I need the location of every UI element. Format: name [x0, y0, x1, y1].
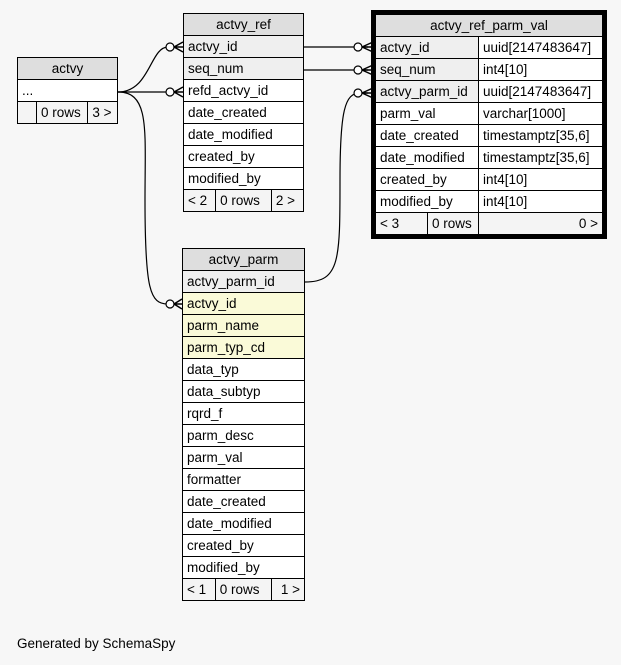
- edge-actvy-actvy-ref-actvy-id: [117, 46, 176, 93]
- column-row: data_typ: [182, 358, 305, 381]
- column-name: seq_num: [375, 58, 479, 81]
- column-name: actvy_id: [375, 36, 479, 59]
- optional-circle-icon: [165, 42, 175, 52]
- column-type: varchar[1000]: [478, 102, 603, 125]
- column-row: date_created: [183, 101, 304, 124]
- column-row: formatter: [182, 468, 305, 491]
- table-header[interactable]: actvy: [17, 57, 118, 80]
- children-link[interactable]: 2 >: [270, 189, 305, 212]
- column-name: date_modified: [375, 146, 479, 169]
- table-header[interactable]: actvy_ref: [183, 13, 304, 36]
- column-type: timestamptz[35,6]: [478, 146, 603, 169]
- children-link[interactable]: 1 >: [271, 578, 305, 601]
- column-row: actvy_parm_id: [182, 270, 305, 293]
- column-row: rqrd_f: [182, 402, 305, 425]
- table-header[interactable]: actvy_ref_parm_val: [375, 14, 603, 37]
- crowfoot-icon: [173, 41, 184, 53]
- column-type: int4[10]: [478, 168, 603, 191]
- crowfoot-icon: [173, 86, 184, 98]
- edge-parm-id: [304, 92, 368, 283]
- column-row: parm_typ_cd: [182, 336, 305, 359]
- column-type: int4[10]: [478, 190, 603, 213]
- column-name: date_created: [375, 124, 479, 147]
- row-count: 0 rows: [214, 578, 273, 601]
- column-row: parm_val: [182, 446, 305, 469]
- column-row: date_modified: [182, 512, 305, 535]
- table-actvy-parm[interactable]: actvy_parm actvy_parm_id actvy_id parm_n…: [182, 248, 305, 601]
- column-row: date_modified: [183, 123, 304, 146]
- column-name: actvy_parm_id: [375, 80, 479, 103]
- row-count: 0 rows: [215, 189, 272, 212]
- table-actvy[interactable]: actvy ... 0 rows 3 >: [17, 57, 118, 124]
- column-row: refd_actvy_id: [183, 79, 304, 102]
- crowfoot-icon: [173, 298, 183, 310]
- column-row: date_created: [182, 490, 305, 513]
- column-row: parm_name: [182, 314, 305, 337]
- children-link[interactable]: 0 >: [478, 212, 603, 235]
- column-row: modified_by: [183, 167, 304, 190]
- edge-actvy-actvy-parm: [117, 91, 176, 305]
- parents-link: [17, 101, 37, 124]
- children-link[interactable]: 3 >: [87, 101, 118, 124]
- column-row: ...: [17, 79, 118, 102]
- column-row: data_subtyp: [182, 380, 305, 403]
- column-row: created_by: [182, 534, 305, 557]
- column-row: created_by: [183, 145, 304, 168]
- parents-link[interactable]: < 1: [182, 578, 216, 601]
- parents-link[interactable]: < 2: [182, 189, 217, 212]
- optional-circle-icon: [353, 65, 363, 75]
- column-row: actvy_id: [183, 35, 304, 58]
- column-row: actvy_id: [182, 292, 305, 315]
- column-row: parm_desc: [182, 424, 305, 447]
- column-type: timestamptz[35,6]: [478, 124, 603, 147]
- table-header[interactable]: actvy_parm: [182, 248, 305, 271]
- column-type: uuid[2147483647]: [478, 80, 603, 103]
- column-type: uuid[2147483647]: [478, 36, 603, 59]
- column-row: seq_num: [183, 57, 304, 80]
- column-name: modified_by: [375, 190, 479, 213]
- parents-link[interactable]: < 3: [375, 212, 428, 235]
- row-count: 0 rows: [427, 212, 479, 235]
- row-count: 0 rows: [35, 101, 89, 124]
- generated-by-label: Generated by SchemaSpy: [17, 636, 176, 651]
- column-row: modified_by: [182, 556, 305, 579]
- column-name: created_by: [375, 168, 479, 191]
- column-name: parm_val: [375, 102, 479, 125]
- optional-circle-icon: [353, 88, 363, 98]
- optional-circle-icon: [353, 42, 363, 52]
- column-type: int4[10]: [478, 58, 603, 81]
- optional-circle-icon: [165, 87, 175, 97]
- table-actvy-ref[interactable]: actvy_ref actvy_id seq_num refd_actvy_id…: [182, 13, 305, 212]
- optional-circle-icon: [165, 299, 175, 309]
